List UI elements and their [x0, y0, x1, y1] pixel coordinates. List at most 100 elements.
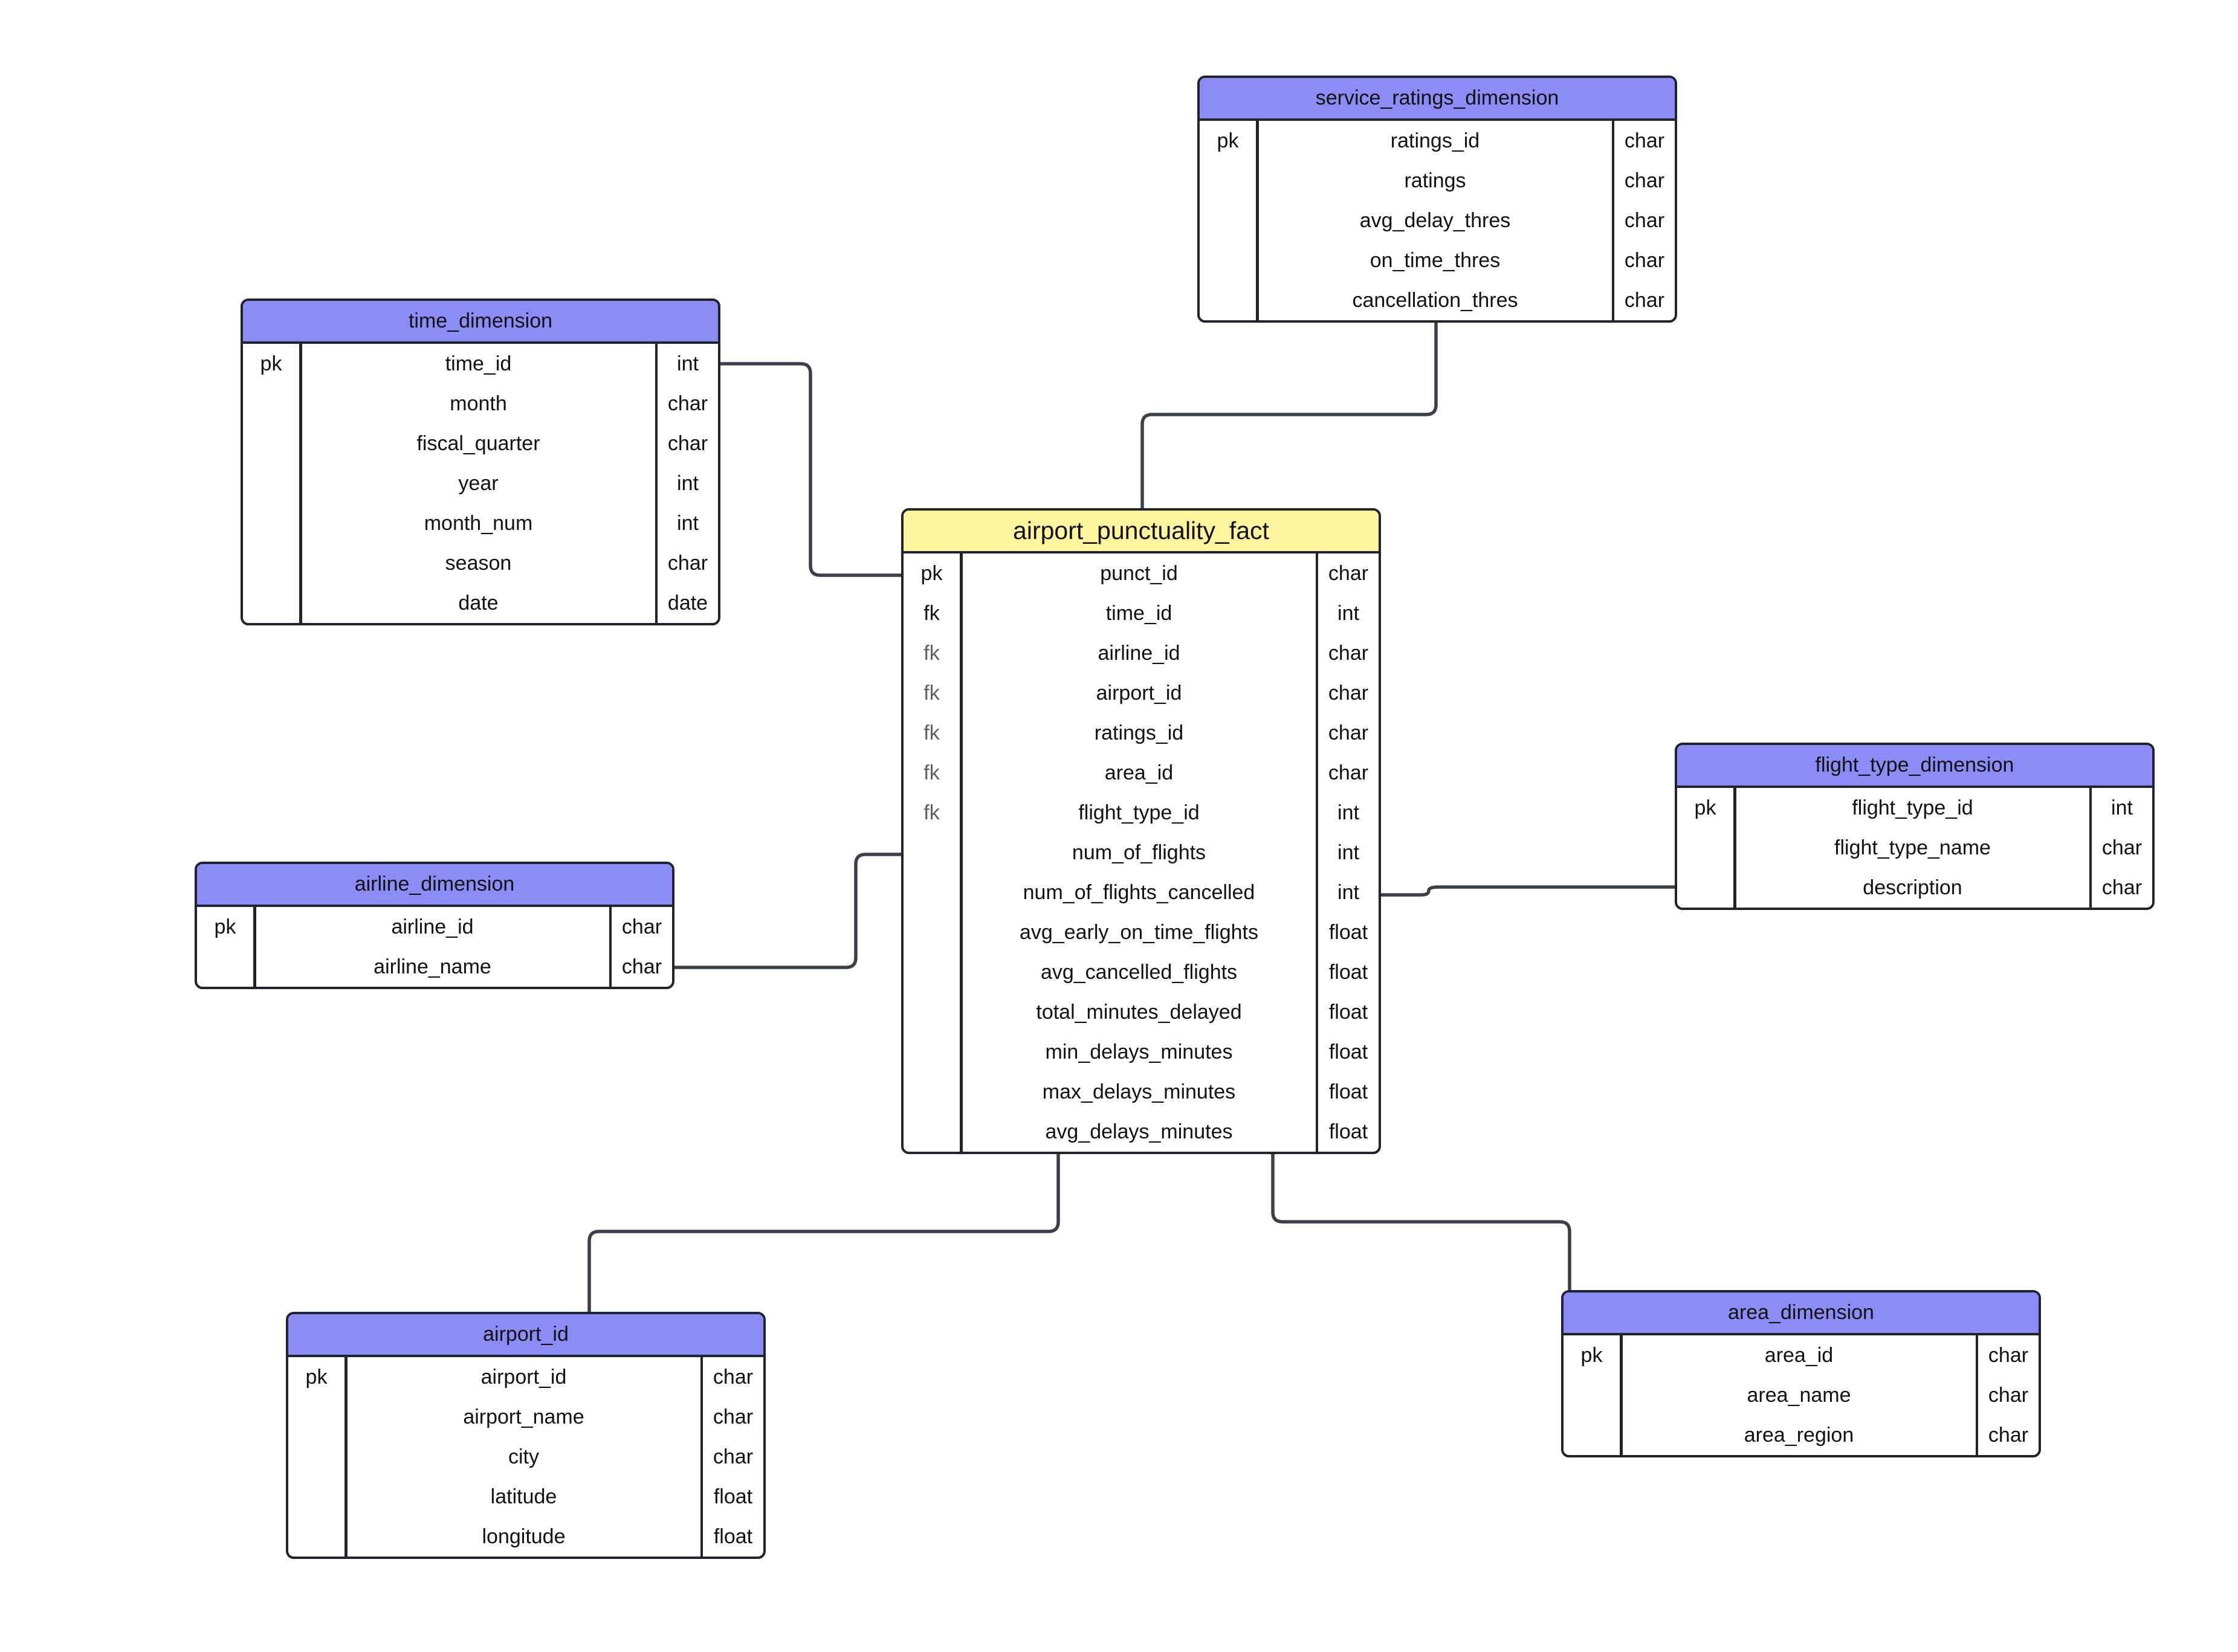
table-row: description char — [1677, 868, 2152, 908]
column-name: description — [1863, 876, 1962, 899]
column-name: area_id — [1104, 761, 1174, 784]
table-title: airline_dimension — [197, 864, 672, 907]
column-type: char — [1624, 288, 1665, 312]
column-name: flight_type_name — [1834, 836, 1991, 859]
table-row: date date — [243, 583, 718, 623]
column-type: char — [1328, 761, 1369, 784]
column-type: char — [1328, 681, 1369, 705]
column-name: airline_id — [1098, 641, 1180, 665]
connector-time-to-fact — [719, 362, 902, 577]
column-name: avg_cancelled_flights — [1040, 960, 1238, 984]
table-row: on_time_thres char — [1200, 240, 1675, 280]
column-type: char — [667, 431, 708, 455]
key-marker: fk — [923, 761, 940, 784]
column-name: airport_id — [1096, 681, 1182, 705]
column-type: char — [1328, 641, 1369, 665]
column-type: char — [1624, 248, 1665, 272]
table-row: fk airport_id char — [904, 673, 1379, 713]
column-type: char — [1988, 1383, 2029, 1407]
column-name: cancellation_thres — [1352, 288, 1518, 312]
column-type: char — [1988, 1343, 2029, 1367]
column-name: on_time_thres — [1370, 248, 1501, 272]
column-name: area_id — [1764, 1343, 1834, 1367]
table-row: pk airport_id char — [288, 1357, 763, 1397]
column-type: char — [667, 392, 708, 415]
table-title: airport_punctuality_fact — [904, 511, 1379, 553]
column-type: int — [1337, 880, 1359, 904]
column-name: num_of_flights — [1072, 841, 1206, 864]
column-type: int — [1337, 841, 1359, 864]
column-type: float — [1328, 960, 1368, 984]
connector-flighttype-to-fact — [1380, 885, 1676, 897]
column-name: airport_id — [480, 1365, 567, 1389]
table-row: num_of_flights int — [904, 833, 1379, 873]
column-name: month_num — [424, 511, 533, 535]
key-marker: pk — [1694, 796, 1716, 819]
column-type: char — [2101, 876, 2143, 899]
column-name: ratings — [1404, 169, 1466, 192]
key-marker: fk — [923, 801, 940, 824]
table-row: cancellation_thres char — [1200, 280, 1675, 320]
column-type: char — [713, 1365, 754, 1389]
key-marker: fk — [923, 641, 940, 665]
column-name: airline_id — [391, 915, 474, 938]
column-type: int — [677, 352, 699, 375]
column-name: avg_early_on_time_flights — [1019, 920, 1259, 944]
key-marker: fk — [923, 601, 940, 625]
column-name: avg_delays_minutes — [1045, 1120, 1233, 1143]
table-title: airport_id — [288, 1314, 763, 1357]
table-row: fk airline_id char — [904, 633, 1379, 673]
key-marker: fk — [923, 681, 940, 705]
table-row: fk area_id char — [904, 753, 1379, 793]
column-type: char — [713, 1445, 754, 1468]
column-type: date — [667, 591, 708, 615]
column-name: month — [450, 392, 507, 415]
column-type: char — [621, 955, 662, 978]
column-name: area_region — [1744, 1423, 1854, 1447]
column-name: max_delays_minutes — [1042, 1080, 1236, 1103]
column-type: char — [713, 1405, 754, 1428]
key-marker: pk — [920, 561, 943, 585]
connector-ratings-to-fact — [1140, 321, 1438, 509]
column-type: char — [621, 915, 662, 938]
column-name: avg_delay_thres — [1359, 208, 1511, 232]
table-row: pk time_id int — [243, 344, 718, 384]
column-name: flight_type_id — [1078, 801, 1200, 824]
column-name: latitude — [490, 1485, 557, 1508]
table-row: month_num int — [243, 503, 718, 543]
table-title: service_ratings_dimension — [1200, 78, 1675, 121]
column-type: int — [677, 511, 699, 535]
key-marker: pk — [260, 352, 282, 375]
column-name: time_id — [445, 352, 512, 375]
table-row: month char — [243, 384, 718, 424]
column-name: date — [458, 591, 499, 615]
column-name: area_name — [1747, 1383, 1851, 1407]
key-marker: pk — [305, 1365, 328, 1389]
key-marker: fk — [923, 721, 940, 744]
column-name: city — [508, 1445, 539, 1468]
key-marker: pk — [214, 915, 236, 938]
